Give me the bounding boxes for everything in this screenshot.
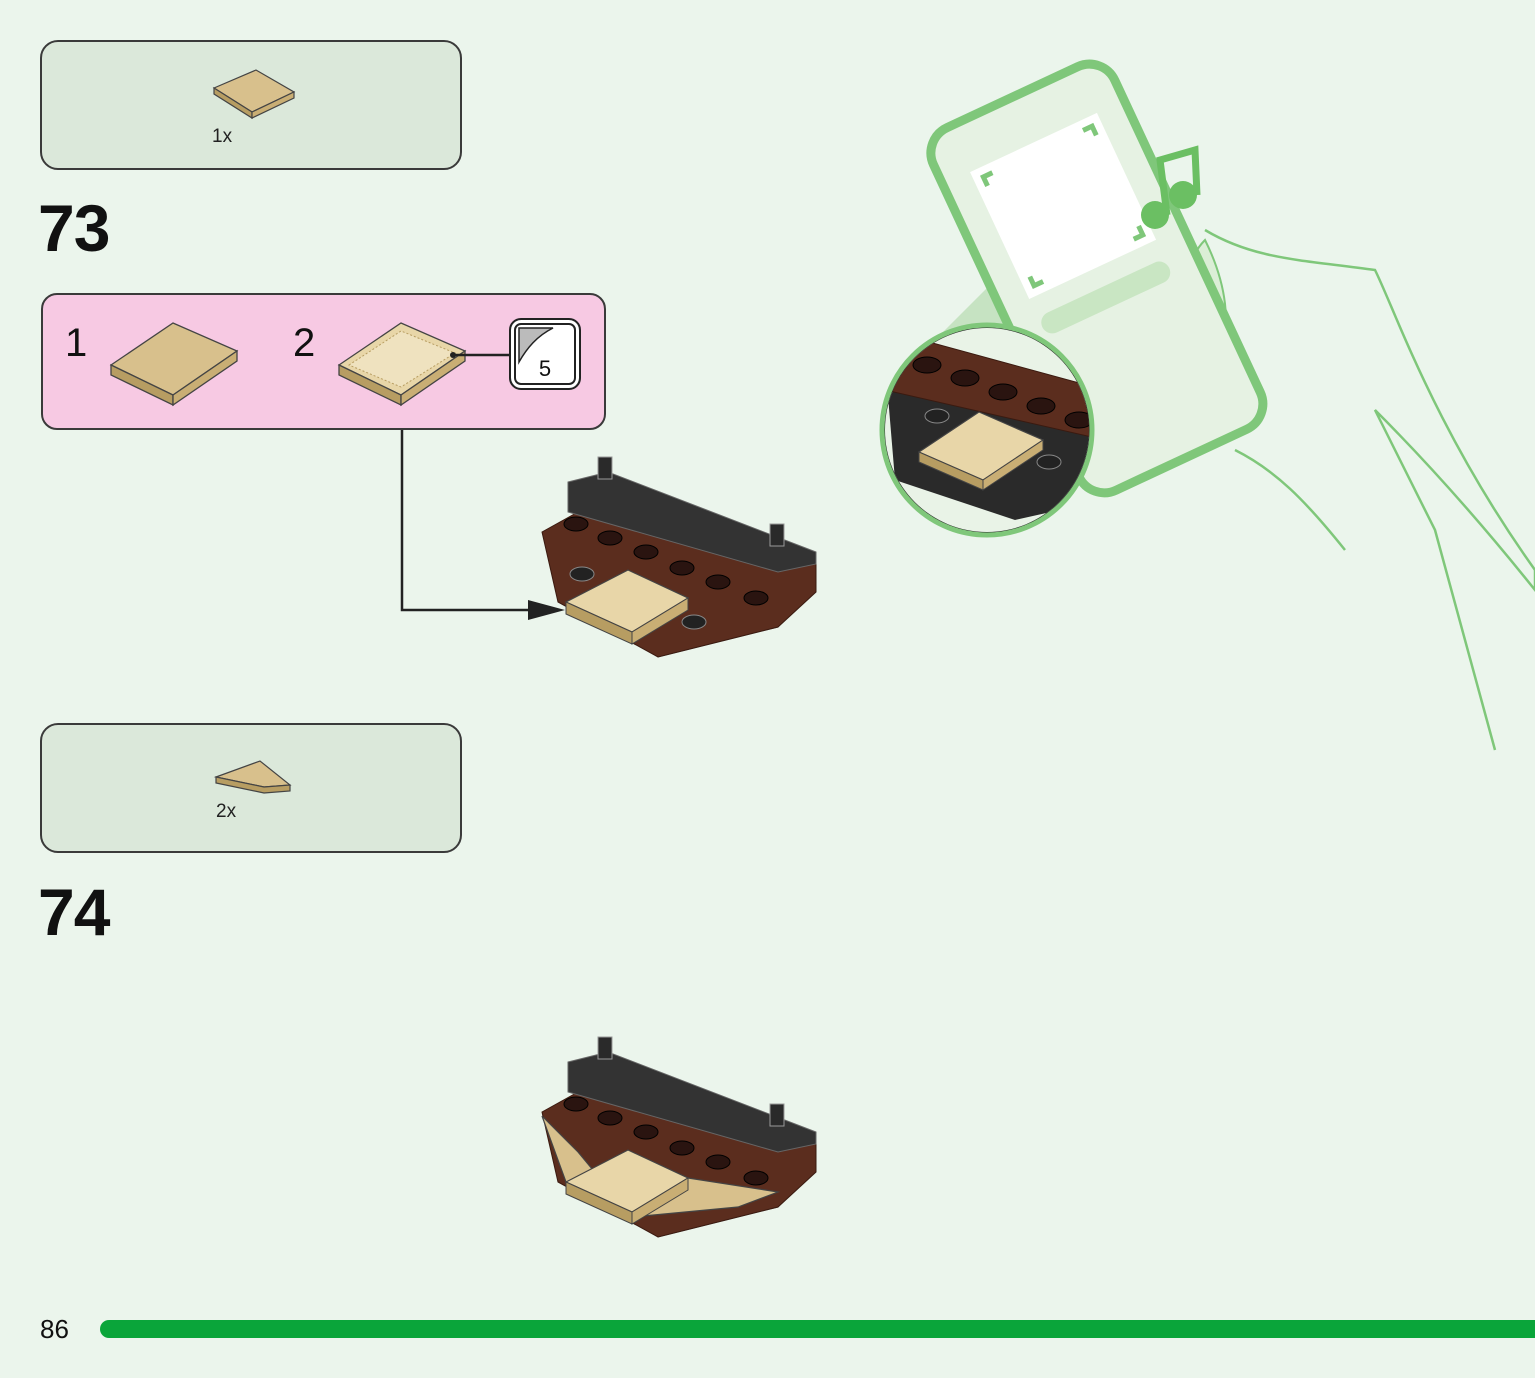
tan-tile-icon	[109, 322, 239, 407]
substep-label-2: 2	[293, 321, 316, 365]
model-step-74	[541, 1036, 817, 1238]
substep-label-1: 1	[65, 321, 88, 365]
model-step-73	[541, 456, 817, 658]
sticker-peel-icon	[518, 327, 554, 365]
parts-list-step-74: 2x	[40, 723, 462, 853]
phone-scan-illustration	[879, 59, 1535, 751]
sticker-reference: 5	[509, 318, 581, 390]
parts-quantity: 1x	[212, 126, 233, 147]
parts-list-step-73: 1x	[40, 40, 462, 170]
step-number-74: 74	[38, 875, 110, 949]
music-note-icon	[1141, 145, 1201, 229]
step-number-73: 73	[38, 191, 110, 265]
sticker-number: 5	[538, 356, 552, 381]
progress-bar	[100, 1320, 1535, 1338]
parts-quantity: 2x	[216, 801, 237, 822]
page-number: 86	[40, 1314, 69, 1344]
printed-tile-icon	[337, 322, 510, 407]
assembly-arrow	[400, 430, 565, 620]
tan-wedge-tile-icon	[213, 760, 292, 794]
tan-tile-2x2-icon	[212, 69, 296, 120]
